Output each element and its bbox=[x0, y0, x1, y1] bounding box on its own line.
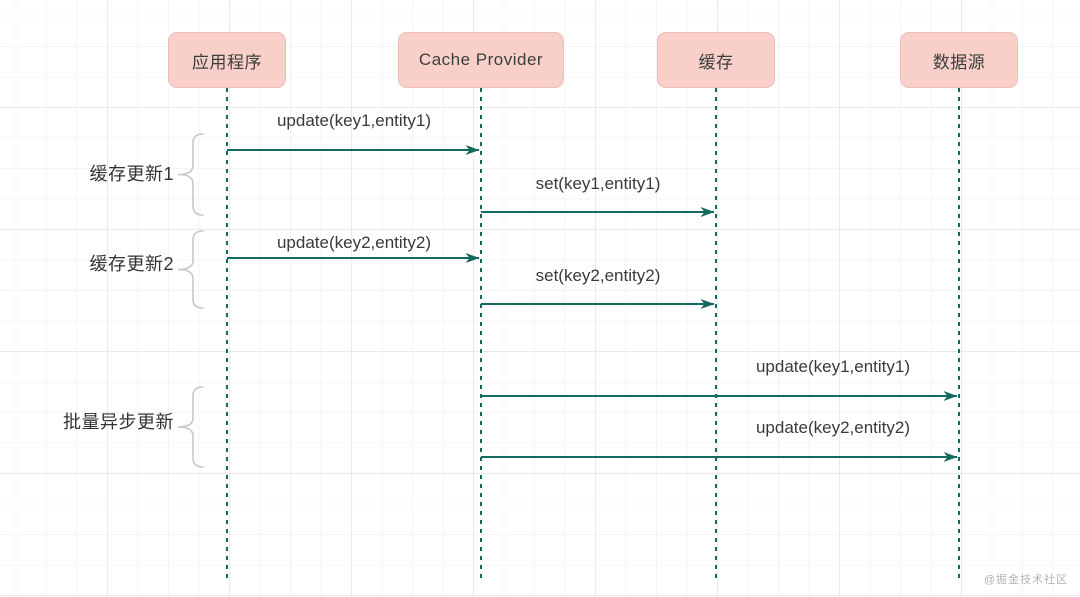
group-brace-3 bbox=[177, 386, 204, 468]
actor-cache-provider: Cache Provider bbox=[397, 32, 565, 88]
message-label-5: update(key1,entity1) bbox=[755, 357, 911, 376]
actor-cache: 缓存 bbox=[657, 32, 775, 88]
message-label-6: update(key2,entity2) bbox=[755, 418, 911, 437]
watermark: @掘金技术社区 bbox=[983, 574, 1068, 586]
actor-app: 应用程序 bbox=[168, 32, 286, 88]
group-brace-2 bbox=[177, 230, 204, 309]
message-label-2: set(key1,entity1) bbox=[535, 174, 661, 193]
group-brace-1 bbox=[177, 133, 204, 216]
group-label-1: 缓存更新1 bbox=[89, 164, 174, 184]
message-label-4: set(key2,entity2) bbox=[535, 266, 661, 285]
actor-data-source: 数据源 bbox=[900, 32, 1018, 88]
group-label-3: 批量异步更新 bbox=[63, 412, 174, 432]
group-label-2: 缓存更新2 bbox=[89, 254, 174, 274]
message-label-1: update(key1,entity1) bbox=[276, 111, 432, 130]
message-label-3: update(key2,entity2) bbox=[276, 233, 432, 252]
